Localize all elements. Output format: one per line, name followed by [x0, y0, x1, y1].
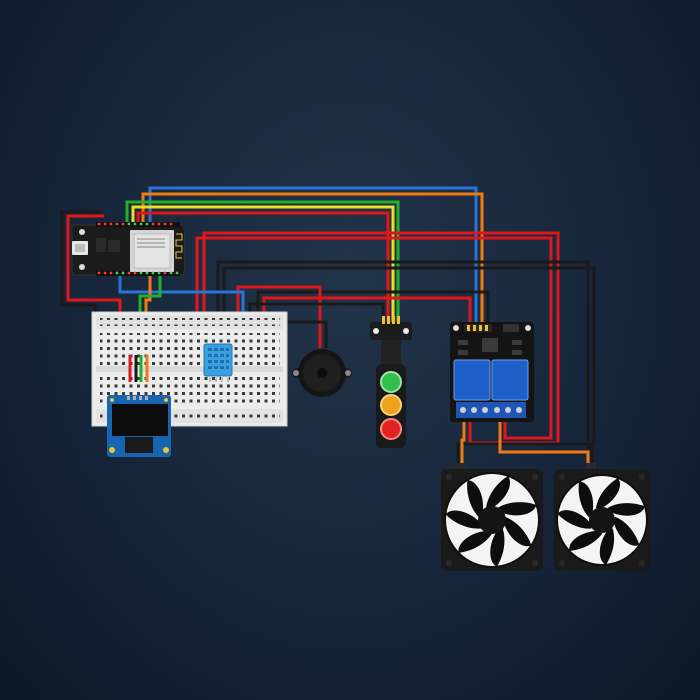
relay-2	[491, 359, 529, 401]
wire-red-relay-a	[195, 236, 553, 440]
wire-black-fan-b	[222, 266, 596, 466]
wire-orange-fan-b	[498, 410, 590, 466]
wire-red-relay-top	[262, 296, 472, 322]
oled-display	[107, 395, 171, 457]
esp32-header-bottom	[96, 271, 180, 276]
reset-button	[79, 264, 85, 270]
wire-black-fan-a	[216, 260, 594, 466]
relay-module	[450, 322, 534, 422]
boot-button	[79, 229, 85, 235]
breadboard-channel	[96, 366, 283, 372]
wire-red-buzzer	[236, 285, 322, 348]
esp32-header-top	[96, 222, 180, 227]
relay-1	[453, 359, 491, 401]
wire-orange-top	[141, 192, 484, 322]
wire-red-relay-b	[202, 231, 560, 445]
wire-red-left	[66, 214, 122, 320]
fan-connectors	[456, 463, 596, 469]
traffic-light-red	[380, 418, 402, 440]
fan-right-blades	[557, 478, 645, 565]
traffic-light-green	[380, 371, 402, 393]
breadboard-jumpers	[128, 355, 149, 382]
fan-left	[441, 469, 543, 571]
wire-black-left	[60, 210, 100, 320]
traffic-light-yellow	[380, 394, 402, 416]
wire-orange-fan-a	[460, 410, 466, 466]
wire-black-traffic	[248, 302, 385, 322]
fan-left-blades	[445, 476, 537, 567]
wire-yellow-top	[131, 205, 395, 322]
traffic-light-module	[370, 316, 412, 448]
dht11-sensor	[203, 343, 233, 382]
fan-right	[554, 469, 650, 571]
buzzer	[292, 349, 352, 397]
esp32-board	[71, 222, 185, 276]
